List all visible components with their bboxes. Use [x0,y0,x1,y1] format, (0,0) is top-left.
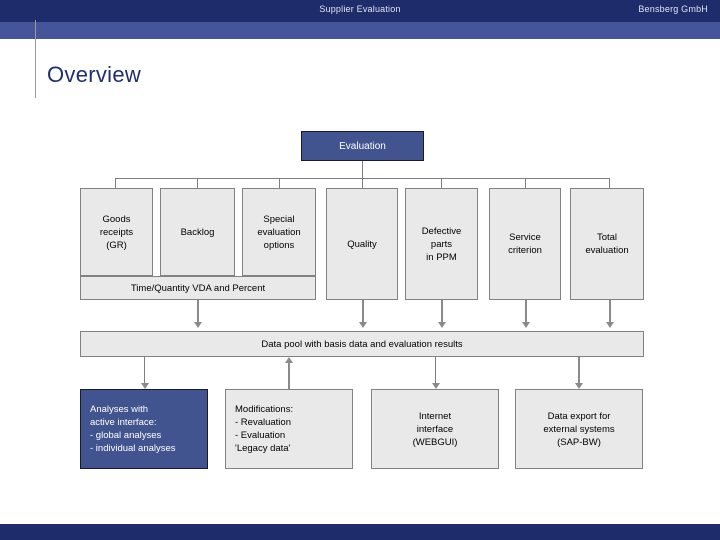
node-data-export: Data export for external systems (SAP-BW… [515,389,643,469]
connector-criteria-to-pool-4 [525,300,527,324]
arrowhead-criteria-to-pool-4 [522,322,530,328]
node-defective-parts-ppm: Defective parts in PPM [405,188,478,300]
connector-drop-7 [609,178,610,188]
connector-criteria-to-pool-2 [362,300,364,324]
connector-criteria-to-pool-3 [441,300,443,324]
connector-pool-to-output-1 [144,357,145,385]
connector-drop-1 [115,178,116,188]
connector-criteria-to-pool-1 [197,300,199,324]
arrowhead-pool-to-output-3 [432,383,440,389]
connector-drop-5 [441,178,442,188]
node-time-quantity-vda-percent: Time/Quantity VDA and Percent [80,276,316,300]
header-bar-dark [0,0,720,22]
node-goods-receipts: Goods receipts (GR) [80,188,153,276]
node-internet-interface: Internet interface (WEBGUI) [371,389,499,469]
node-data-pool: Data pool with basis data and evaluation… [80,331,644,357]
node-analyses-active-interface: Analyses with active interface: - global… [80,389,208,469]
header-vertical-rule [35,20,36,98]
node-total-evaluation: Total evaluation [570,188,644,300]
connector-output-2-to-pool [288,363,290,389]
connector-pool-to-output-4 [578,357,580,385]
arrowhead-pool-to-output-1 [141,383,149,389]
connector-drop-6 [525,178,526,188]
connector-drop-3 [279,178,280,188]
arrowhead-pool-to-output-4 [575,383,583,389]
arrowhead-criteria-to-pool-3 [438,322,446,328]
arrowhead-criteria-to-pool-2 [359,322,367,328]
connector-criteria-to-pool-5 [609,300,611,324]
node-quality: Quality [326,188,398,300]
node-backlog: Backlog [160,188,235,276]
arrowhead-criteria-to-pool-5 [606,322,614,328]
arrowhead-output-2-to-pool [285,357,293,363]
connector-drop-2 [197,178,198,188]
connector-root-stem [362,161,363,178]
header-title: Supplier Evaluation [319,4,401,14]
header-company: Bensberg GmbH [638,4,708,14]
node-special-evaluation-options: Special evaluation options [242,188,316,276]
page-title: Overview [47,62,142,87]
connector-pool-to-output-3 [435,357,436,385]
node-evaluation: Evaluation [301,131,424,161]
node-service-criterion: Service criterion [489,188,561,300]
footer-bar [0,524,720,540]
header-bar-light [0,22,720,39]
arrowhead-criteria-to-pool-1 [194,322,202,328]
node-modifications: Modifications: - Revaluation - Evaluatio… [225,389,353,469]
connector-drop-4 [362,178,363,188]
